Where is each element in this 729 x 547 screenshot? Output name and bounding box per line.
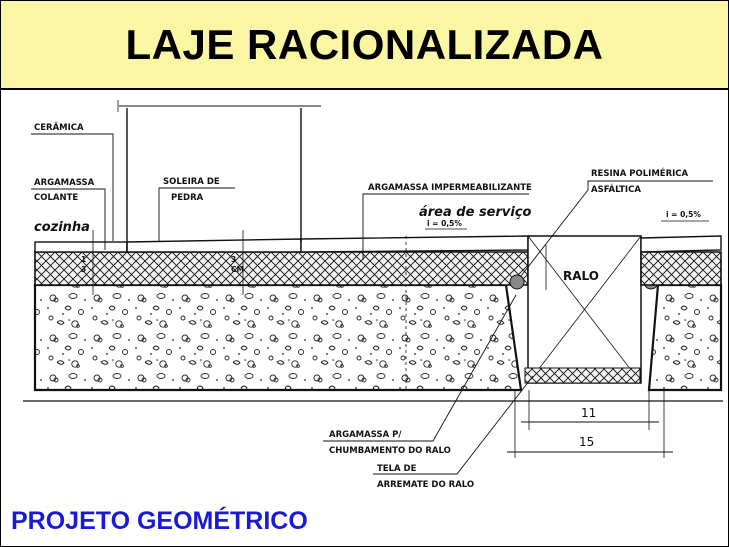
slide-title: LAJE RACIONALIZADA <box>125 20 604 68</box>
footer-subtitle: PROJETO GEOMÉTRICO <box>11 507 308 535</box>
drain-diagonal-2 <box>527 235 642 384</box>
ceramic-tile-kitchen <box>34 241 128 253</box>
ceramic-tile-service <box>300 235 529 253</box>
resina-label-1: RESINA POLIMÉRICA <box>591 167 689 179</box>
thk-label-2: 3 <box>81 265 86 274</box>
thk-label-3: 3 <box>231 255 236 264</box>
slope-right-label: i = 0,5% <box>666 210 701 219</box>
tela-label-2: ARREMATE DO RALO <box>377 480 474 490</box>
chumbamento-label-1: ARGAMASSA P/ <box>329 430 402 440</box>
argamassa-colante-label-1: ARGAMASSA <box>34 178 95 188</box>
ceramic-tile-right <box>640 235 722 253</box>
slope-left-label: i = 0,5% <box>427 219 462 228</box>
tela-leader <box>373 375 534 475</box>
thk-label-1: 1 <box>81 255 86 264</box>
argamassa-imp-leader <box>362 193 529 260</box>
concrete-slab-left <box>33 283 523 392</box>
chumbamento-leader <box>323 294 517 442</box>
resin-seal-left <box>509 274 525 290</box>
concrete-slab-right <box>647 283 723 392</box>
regularization-layer-right <box>640 251 722 286</box>
resina-label-2: ASFÁLTICA <box>591 183 641 195</box>
stone-threshold <box>126 238 302 253</box>
cozinha-label: cozinha <box>34 220 90 235</box>
drain-mesh <box>524 367 641 384</box>
area-servico-label: área de serviço <box>419 205 532 220</box>
title-band: LAJE RACIONALIZADA <box>1 1 728 90</box>
section-drawing: RALO 1 3 3 CM CERÂMICA ARGAMASSA COLANTE <box>23 100 723 490</box>
regularization-layer-left <box>34 251 529 286</box>
tela-label-1: TELA DE <box>377 464 417 474</box>
ceramica-label: CERÂMICA <box>34 121 84 133</box>
chumbamento-label-2: CHUMBAMENTO DO RALO <box>329 446 451 456</box>
argamassa-colante-label-2: COLANTE <box>34 193 78 203</box>
thk-label-4: CM <box>231 265 244 274</box>
argamassa-colante-leader <box>31 188 106 250</box>
soleira-label-2: PEDRA <box>171 193 204 203</box>
soleira-label-1: SOLEIRA DE <box>163 177 220 187</box>
soleira-leader <box>158 187 235 242</box>
dim-inner-label: 11 <box>581 406 596 420</box>
ralo-label: RALO <box>563 269 599 283</box>
dim-outer-label: 15 <box>579 435 594 449</box>
resina-leader <box>520 180 713 277</box>
ceramica-leader <box>31 133 114 241</box>
argamassa-imp-label: ARGAMASSA IMPERMEABILIZANTE <box>368 183 532 193</box>
